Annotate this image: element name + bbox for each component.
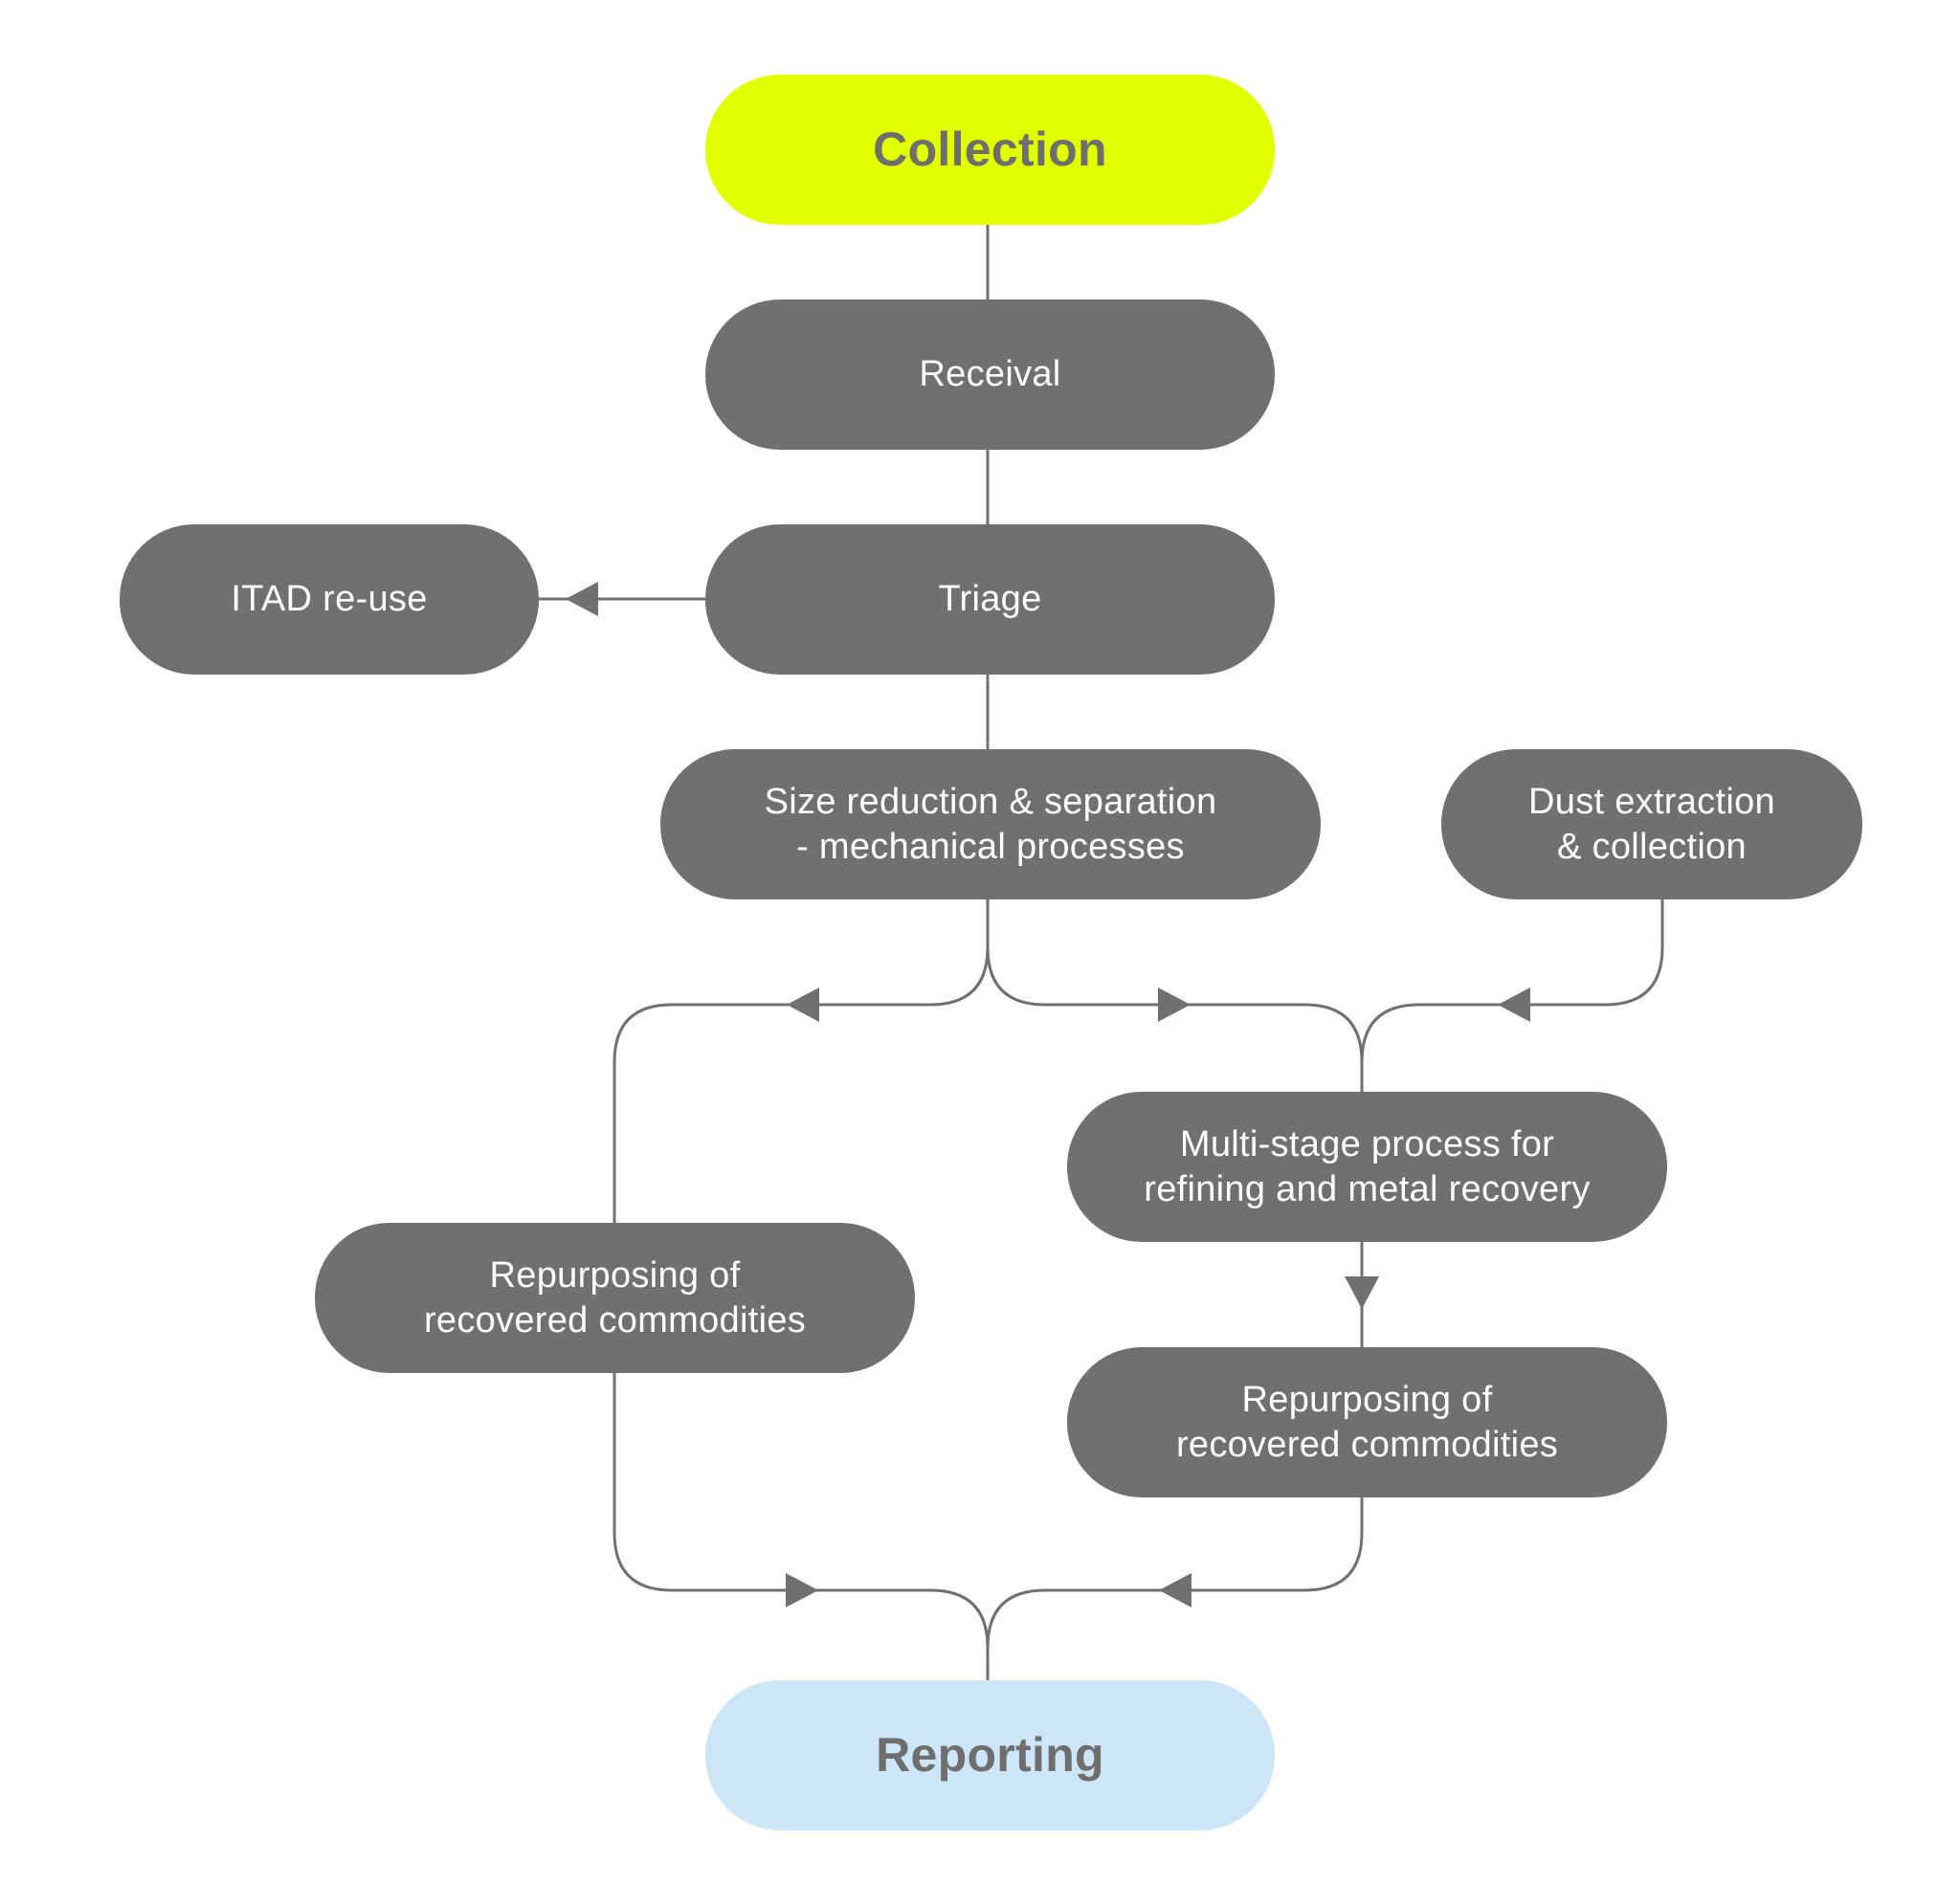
arrow-dust	[1498, 987, 1530, 1022]
arrow-to-itad	[566, 582, 598, 616]
multistage-process-node: Multi-stage process for refining and met…	[1067, 1092, 1667, 1242]
arrow-left-to-reporting	[786, 1573, 818, 1607]
receival-node: Receival	[705, 299, 1275, 450]
line-dust-merge	[1360, 899, 1664, 1063]
line-left-repurpose-reporting	[612, 1373, 990, 1682]
itad-reuse-node: ITAD re-use	[120, 524, 539, 675]
arrow-right-branch	[1158, 987, 1191, 1022]
arrow-left-branch	[787, 987, 819, 1022]
arrow-down-repurpose	[1345, 1276, 1379, 1309]
collection-node: Collection	[705, 75, 1275, 225]
reporting-node: Reporting	[705, 1680, 1275, 1830]
triage-node: Triage	[705, 524, 1275, 675]
size-reduction-node: Size reduction & separation - mechanical…	[660, 749, 1321, 899]
line-size-left-branch	[612, 899, 990, 1225]
line-size-right-branch	[986, 946, 1364, 1094]
dust-extraction-node: Dust extraction & collection	[1441, 749, 1862, 899]
arrow-right-to-reporting	[1159, 1573, 1192, 1607]
repurposing-right-node: Repurposing of recovered commodities	[1067, 1347, 1667, 1497]
line-right-repurpose-reporting	[986, 1496, 1364, 1649]
repurposing-left-node: Repurposing of recovered commodities	[315, 1223, 915, 1373]
